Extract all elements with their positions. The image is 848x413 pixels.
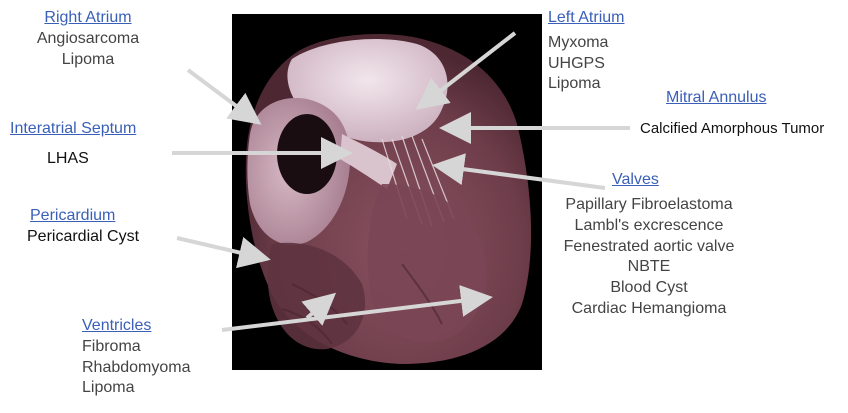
ventricles-item: Fibroma — [82, 337, 191, 358]
valves-item: NBTE — [548, 257, 750, 278]
right-atrium-group: Right Atrium Angiosarcoma Lipoma — [28, 8, 148, 70]
interatrial-septum-group: Interatrial Septum LHAS — [10, 119, 136, 170]
valves-item: Lambl's excrescence — [548, 216, 750, 237]
mitral-annulus-item: Calcified Amorphous Tumor — [640, 119, 824, 139]
heart-specimen-graphic — [232, 14, 542, 370]
valves-heading-wrap: Valves — [612, 170, 659, 191]
ventricles-group: Ventricles Fibroma Rhabdomyoma Lipoma — [82, 316, 191, 399]
interatrial-septum-item: LHAS — [47, 149, 136, 170]
heart-specimen-photo — [232, 14, 542, 370]
mitral-annulus-heading-wrap: Mitral Annulus — [666, 88, 767, 109]
left-atrium-item: UHGPS — [548, 54, 624, 75]
valves-item: Fenestrated aortic valve — [548, 237, 750, 258]
valves-item: Cardiac Hemangioma — [548, 299, 750, 320]
right-atrium-item: Angiosarcoma — [28, 29, 148, 50]
right-atrium-item: Lipoma — [28, 50, 148, 71]
interatrial-septum-heading: Interatrial Septum — [10, 119, 136, 140]
valves-items: Papillary Fibroelastoma Lambl's excresce… — [548, 195, 750, 320]
ventricles-item: Rhabdomyoma — [82, 358, 191, 379]
right-atrium-cavity — [277, 114, 337, 194]
pericardium-heading: Pericardium — [30, 206, 139, 227]
ventricles-item: Lipoma — [82, 378, 191, 399]
pericardium-item: Pericardial Cyst — [27, 227, 139, 248]
valves-item: Papillary Fibroelastoma — [548, 195, 750, 216]
pericardium-group: Pericardium Pericardial Cyst — [30, 206, 139, 248]
valves-heading: Valves — [612, 170, 659, 191]
left-atrium-item: Myxoma — [548, 33, 624, 54]
left-atrium-heading: Left Atrium — [548, 8, 624, 29]
right-atrium-heading: Right Atrium — [28, 8, 148, 29]
ventricles-heading: Ventricles — [82, 316, 191, 337]
mitral-annulus-items: Calcified Amorphous Tumor — [640, 119, 824, 139]
left-atrium-group: Left Atrium Myxoma UHGPS Lipoma — [548, 8, 624, 95]
valves-item: Blood Cyst — [548, 278, 750, 299]
mitral-annulus-heading: Mitral Annulus — [666, 88, 767, 109]
left-atrium-item: Lipoma — [548, 74, 624, 95]
